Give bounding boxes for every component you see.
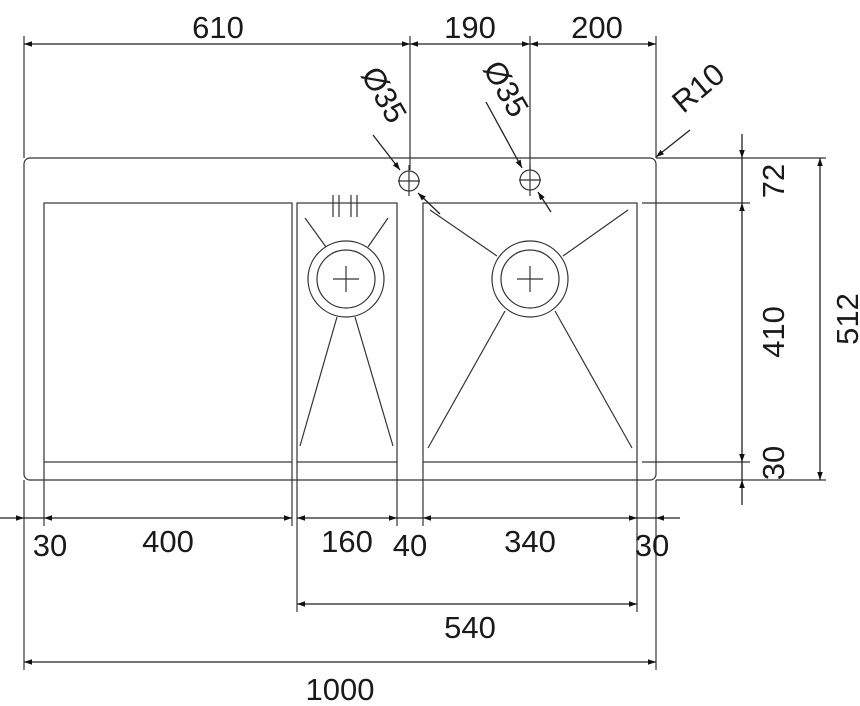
dim-total-width: 1000: [306, 672, 375, 706]
dim-right-total: 512: [830, 293, 860, 345]
extension-lines: [23, 36, 826, 670]
dim-small-bowl: 160: [321, 524, 373, 559]
sink-outline: [23, 157, 657, 481]
dim-top-mid: 190: [444, 10, 496, 45]
dim-large-bowl: 340: [504, 524, 556, 559]
large-bowl-drain: [427, 209, 633, 449]
dim-rim-left: 30: [33, 528, 67, 563]
dimension-lines: [0, 41, 823, 665]
small-bowl: [296, 202, 398, 463]
dim-divider: 40: [393, 528, 427, 563]
dim-top-left: 610: [192, 10, 244, 45]
dim-rim-right: 30: [635, 528, 669, 563]
dim-right-bottom: 30: [756, 446, 791, 480]
overflow-icon: [332, 195, 358, 217]
dim-corner-radius: R10: [665, 56, 731, 119]
tap-hole-1: [398, 165, 420, 196]
dim-drainer: 400: [142, 524, 194, 559]
drainboard: [43, 202, 293, 463]
dim-tap-hole-2: Ø35: [476, 55, 536, 123]
dim-bowls-total: 540: [444, 610, 496, 645]
dim-right-mid: 410: [756, 306, 791, 358]
small-bowl-drain: [299, 217, 394, 447]
dim-top-right: 200: [571, 10, 623, 45]
large-bowl: [422, 202, 638, 463]
dim-tap-hole-1: Ø35: [354, 61, 414, 129]
dim-right-top: 72: [756, 164, 791, 198]
